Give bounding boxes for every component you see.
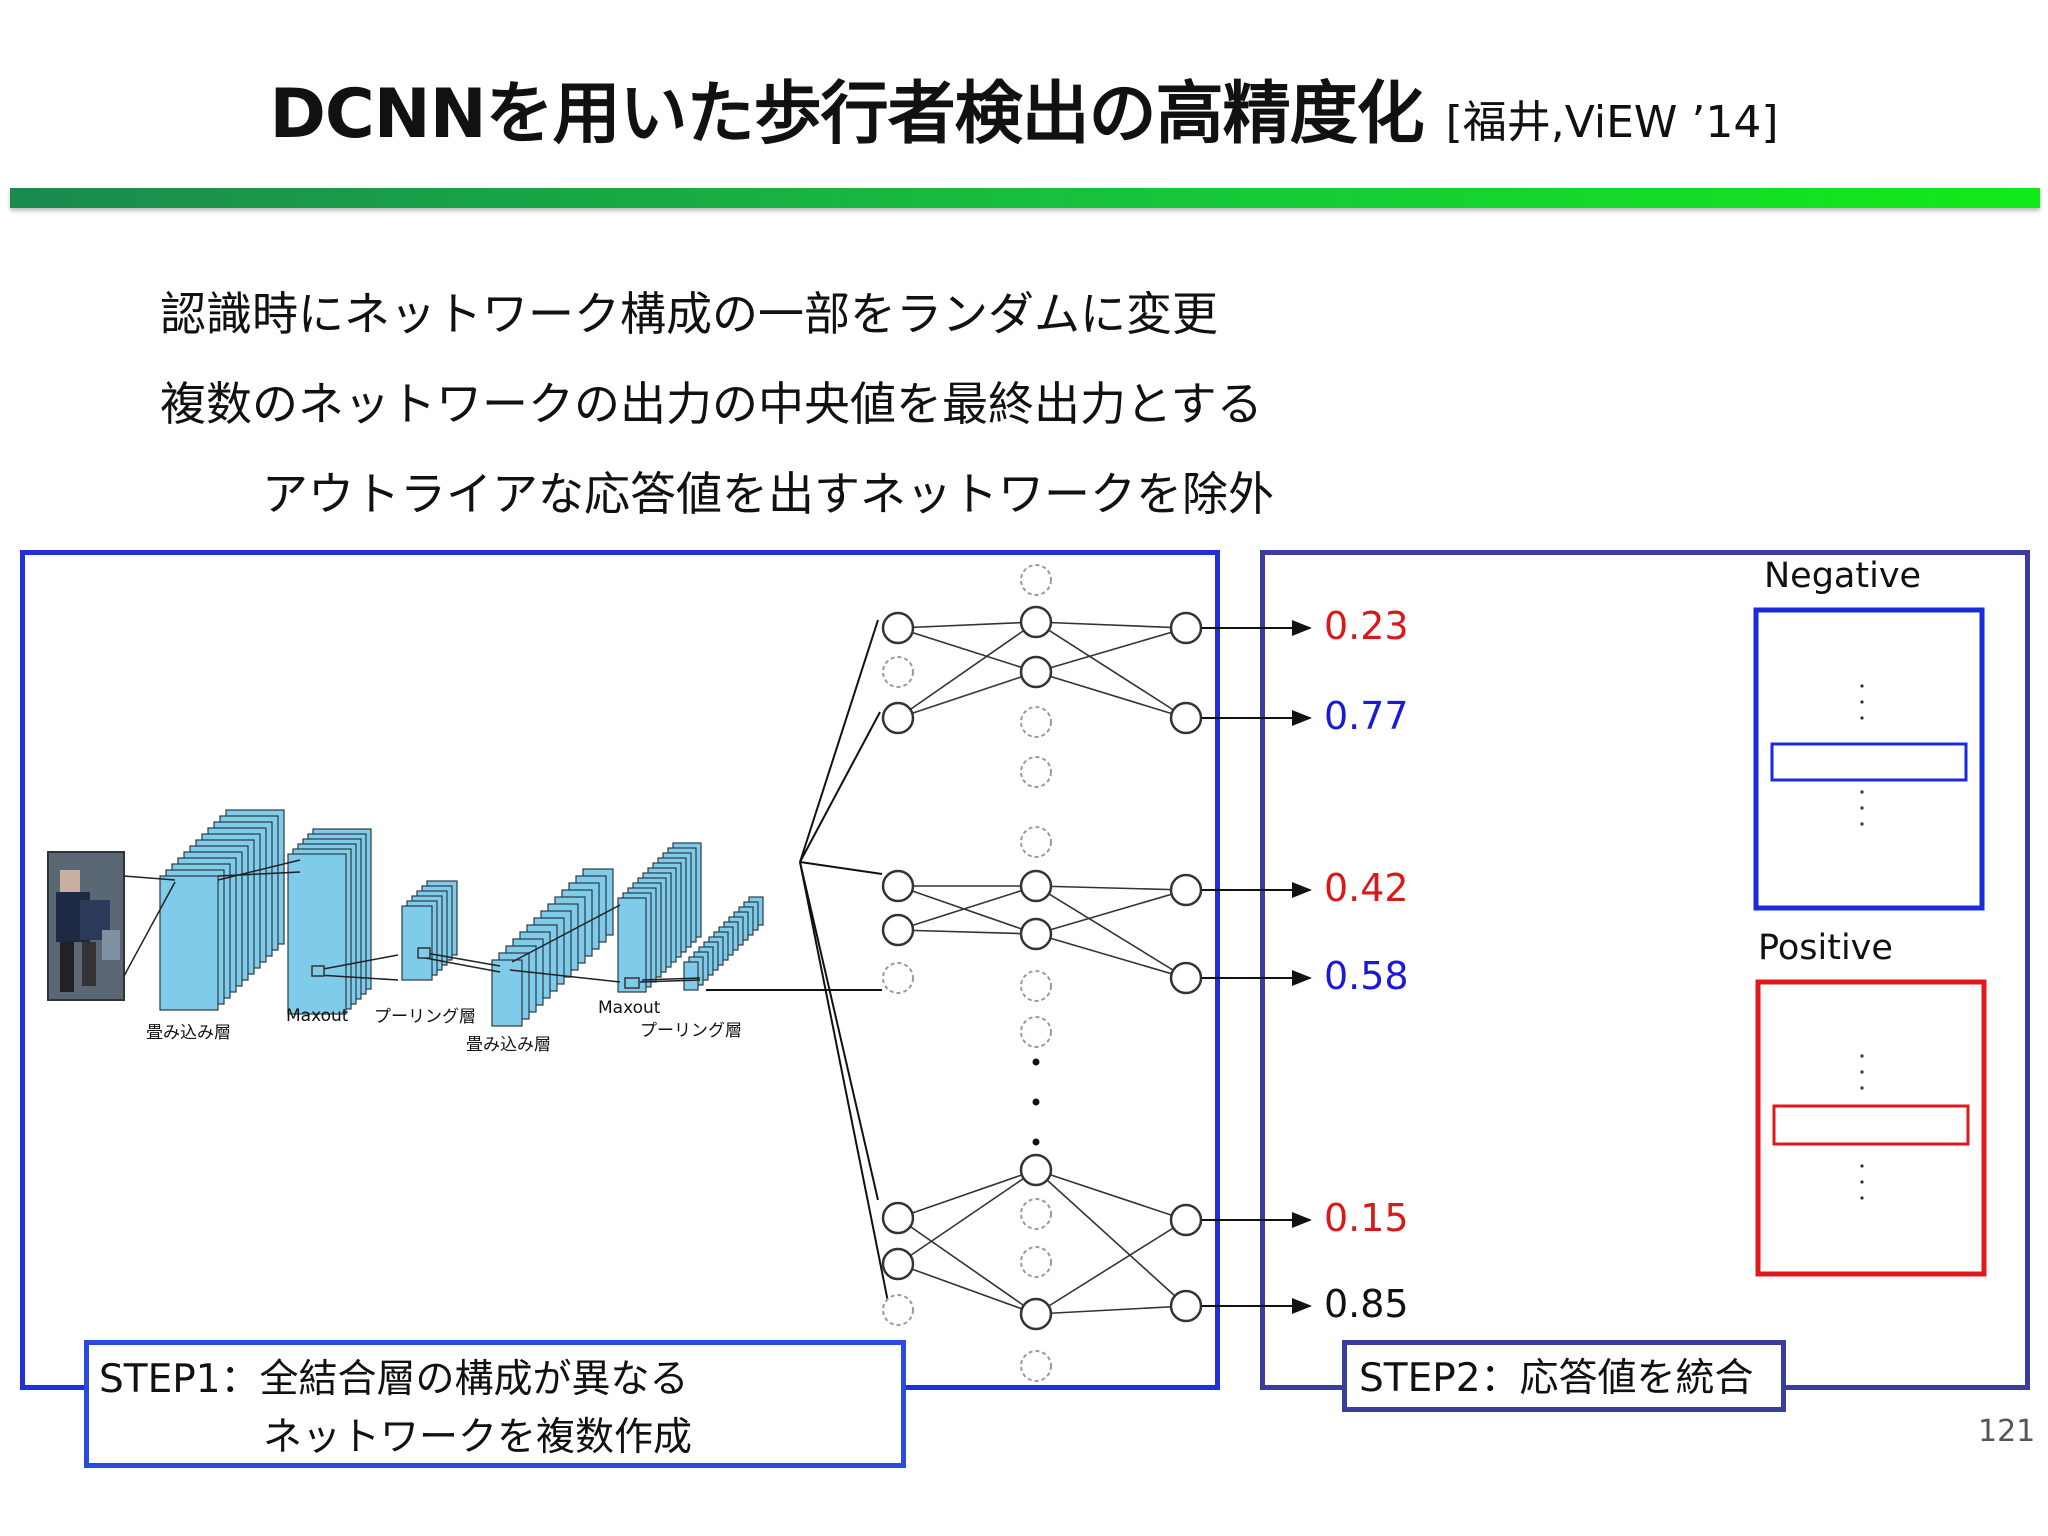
hidden-node bbox=[1020, 756, 1052, 788]
input-image bbox=[47, 851, 125, 1001]
fanout-lines bbox=[706, 619, 891, 1313]
score-5: 0.15 bbox=[1324, 1196, 1409, 1240]
ellipsis-dots bbox=[1032, 1058, 1040, 1146]
input-node bbox=[881, 913, 915, 947]
conv1-stack bbox=[159, 809, 285, 1011]
input-node bbox=[881, 1201, 915, 1235]
hidden-node bbox=[1019, 1297, 1053, 1331]
hidden-node bbox=[1019, 869, 1053, 903]
cnn-projection-lines bbox=[123, 859, 701, 983]
hidden-node bbox=[1020, 1198, 1052, 1230]
score-1: 0.23 bbox=[1324, 604, 1409, 648]
pool2-stack bbox=[683, 896, 764, 991]
fc-networks bbox=[881, 564, 1203, 1382]
score-3: 0.42 bbox=[1324, 866, 1409, 910]
bullet-3-sub: アウトライアな応答値を出すネットワークを除外 bbox=[262, 467, 1274, 521]
positive-label: Positive bbox=[1758, 928, 1893, 968]
label-conv2: 畳み込み層 bbox=[466, 1035, 551, 1055]
cnn-layer-stacks bbox=[159, 809, 764, 1027]
bullet-2: 複数のネットワークの出力の中央値を最終出力とする bbox=[160, 377, 1263, 431]
negative-box bbox=[1753, 607, 1985, 911]
step1-line2: ネットワークを複数作成 bbox=[263, 1415, 693, 1460]
hidden-node bbox=[1019, 655, 1053, 689]
label-pool1: プーリング層 bbox=[374, 1007, 476, 1027]
input-node bbox=[881, 869, 915, 903]
input-node bbox=[882, 962, 914, 994]
negative-label: Negative bbox=[1764, 556, 1922, 596]
step1-box: STEP1：全結合層の構成が異なる ネットワークを複数作成 bbox=[84, 1340, 906, 1468]
step2-label: STEP2：応答値を統合 bbox=[1359, 1356, 1754, 1401]
label-conv1: 畳み込み層 bbox=[146, 1023, 231, 1043]
hidden-node bbox=[1020, 1246, 1052, 1278]
fc-network-2 bbox=[881, 826, 1203, 1048]
hidden-node bbox=[1020, 564, 1052, 596]
hidden-node bbox=[1020, 826, 1052, 858]
score-6: 0.85 bbox=[1324, 1282, 1409, 1326]
output-node bbox=[1169, 701, 1203, 735]
step2-box: STEP2：応答値を統合 bbox=[1342, 1340, 1786, 1412]
title-underline bbox=[10, 188, 2040, 208]
score-arrows bbox=[1202, 620, 1312, 1314]
hidden-node bbox=[1020, 1350, 1052, 1382]
page-number: 121 bbox=[1978, 1414, 2036, 1449]
label-maxout1: Maxout bbox=[286, 1006, 349, 1026]
output-node bbox=[1169, 611, 1203, 645]
hidden-node bbox=[1020, 706, 1052, 738]
positive-box bbox=[1755, 979, 1987, 1277]
step1-line1: STEP1：全結合層の構成が異なる bbox=[99, 1357, 689, 1402]
output-node bbox=[1169, 1203, 1203, 1237]
score-2: 0.77 bbox=[1324, 694, 1409, 738]
conv2-stack bbox=[491, 868, 614, 1027]
output-node bbox=[1169, 873, 1203, 907]
hidden-node bbox=[1019, 605, 1053, 639]
output-node bbox=[1169, 961, 1203, 995]
hidden-node bbox=[1019, 1153, 1053, 1187]
input-node bbox=[881, 611, 915, 645]
input-node bbox=[881, 701, 915, 735]
score-4: 0.58 bbox=[1324, 954, 1409, 998]
label-pool2: プーリング層 bbox=[640, 1021, 742, 1041]
label-maxout2: Maxout bbox=[598, 998, 661, 1018]
output-node bbox=[1169, 1289, 1203, 1323]
hidden-node bbox=[1019, 917, 1053, 951]
hidden-node bbox=[1020, 970, 1052, 1002]
fc-network-1 bbox=[881, 564, 1203, 788]
fc-network-3 bbox=[881, 1153, 1203, 1382]
bullet-1: 認識時にネットワーク構成の一部をランダムに変更 bbox=[160, 287, 1218, 341]
title-main: DCNNを用いた歩行者検出の高精度化 bbox=[269, 75, 1424, 154]
maxout2-stack bbox=[617, 842, 702, 993]
slide-title: DCNNを用いた歩行者検出の高精度化 [福井,ViEW ’14] bbox=[0, 58, 2048, 157]
input-node bbox=[882, 1294, 914, 1326]
hidden-node bbox=[1020, 1016, 1052, 1048]
input-node bbox=[882, 656, 914, 688]
pool1-stack bbox=[401, 880, 458, 981]
title-citation: [福井,ViEW ’14] bbox=[1445, 97, 1779, 148]
input-node bbox=[881, 1247, 915, 1281]
maxout1-stack bbox=[287, 828, 372, 1015]
